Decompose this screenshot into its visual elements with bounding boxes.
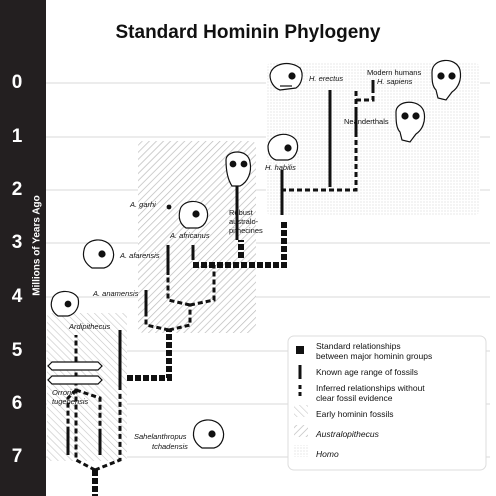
legend-early-swatch	[294, 405, 308, 417]
australopithecus-region	[138, 141, 256, 333]
legend-australo-swatch	[294, 425, 308, 437]
legend-australo-label: Australopithecus	[316, 429, 379, 439]
label-robust-2: australo-	[229, 217, 259, 226]
skull-africanus-icon	[178, 200, 209, 229]
skull-icons	[47, 59, 462, 449]
legend-early-label: Early hominin fossils	[316, 409, 394, 419]
tick-label: 2	[11, 179, 23, 200]
skull-neanderthal-icon	[395, 101, 426, 143]
label-neanderthals: Neanderthals	[344, 117, 389, 126]
legend-box	[287, 335, 487, 471]
legend-standard-swatch	[296, 346, 304, 354]
label-sahelanthropus-2: tchadensis	[152, 442, 188, 451]
label-orrorin-1: Orrorin	[52, 388, 76, 397]
tick-label: 1	[11, 126, 23, 147]
legend-standard-label-2: between major hominin groups	[316, 351, 433, 361]
femur-orrorin-icon	[47, 361, 103, 385]
label-ardipithecus: Ardipithecus	[69, 322, 111, 331]
time-axis: 0 1 2 3 4 5 6 7 Millions of Years Ago	[0, 0, 46, 496]
tick-label: 7	[11, 446, 23, 467]
legend-homo-label: Homo	[316, 449, 339, 459]
legend-inferred-label-2: clear fossil evidence	[316, 393, 393, 403]
label-robust-1: Robust	[229, 208, 253, 217]
legend-age-label: Known age range of fossils	[316, 367, 419, 377]
fossil-age-ranges	[66, 80, 375, 455]
tick-label: 5	[11, 340, 23, 361]
skull-erectus-icon	[269, 62, 303, 91]
early-hominin-region	[47, 313, 127, 461]
skull-sapiens-icon	[431, 59, 462, 101]
tick-label: 4	[11, 286, 23, 307]
tick-label: 0	[11, 72, 23, 93]
label-habilis: H. habilis	[265, 163, 296, 172]
label-erectus: H. erectus	[309, 74, 344, 83]
skull-afarensis-icon	[82, 239, 115, 269]
garhi-marker	[166, 204, 172, 210]
page-title: Standard Hominin Phylogeny	[115, 22, 381, 43]
standard-relationships	[92, 220, 287, 496]
legend-homo-swatch	[294, 445, 308, 457]
label-garhi: A. garhi	[130, 200, 156, 209]
label-sahelanthropus-1: Sahelanthropus	[134, 432, 187, 441]
label-africanus: A. africanus	[170, 231, 210, 240]
label-orrorin-2: tugenensis	[52, 397, 89, 406]
label-anamensis: A. anamensis	[93, 289, 139, 298]
label-afarensis: A. afarensis	[120, 251, 160, 260]
tick-label: 6	[11, 393, 23, 414]
label-modern-humans: Modern humans	[367, 68, 422, 77]
skull-sahelanthropus-icon	[192, 419, 225, 449]
tick-label: 3	[11, 232, 23, 253]
label-robust-3: pithecines	[229, 226, 263, 235]
homo-region	[266, 63, 480, 215]
legend-inferred-label-1: Inferred relationships without	[316, 383, 425, 393]
skull-habilis-icon	[267, 133, 299, 161]
skull-robust-icon	[225, 151, 252, 187]
label-sapiens: H. sapiens	[377, 77, 413, 86]
skull-ardipithecus-icon	[50, 290, 80, 317]
legend-standard-label-1: Standard relationships	[316, 341, 401, 351]
